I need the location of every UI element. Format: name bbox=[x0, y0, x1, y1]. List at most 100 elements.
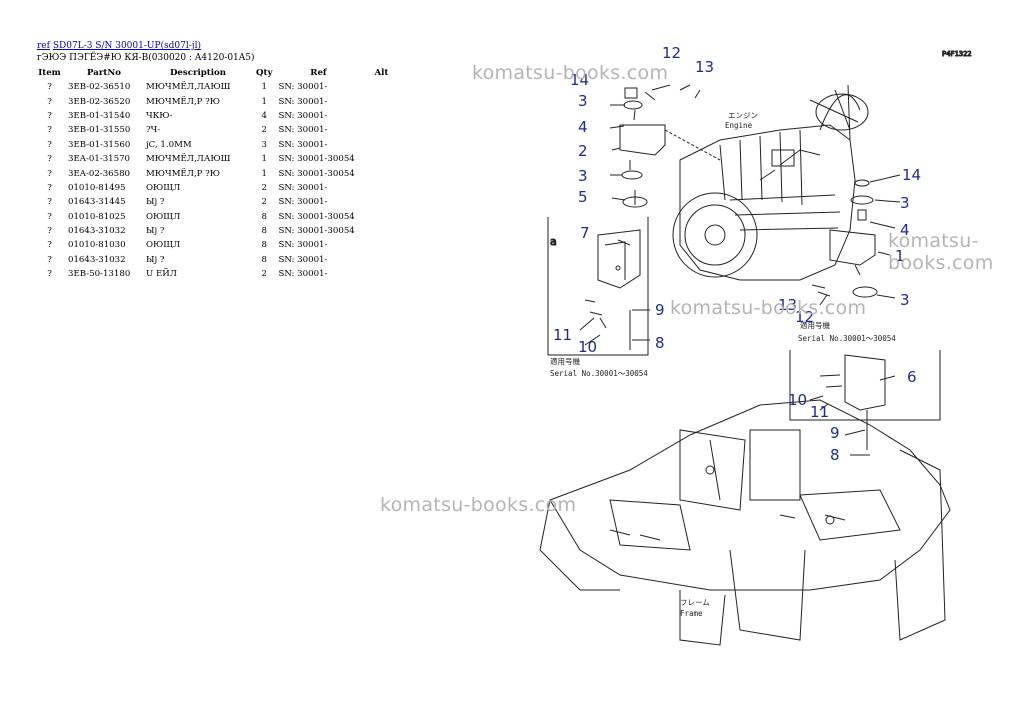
table-header-row: Item PartNo Description Qty Ref Alt bbox=[34, 66, 401, 80]
cell-qty: 2 bbox=[261, 182, 267, 193]
callout-1: 1 bbox=[895, 247, 905, 265]
cell-partno: 3EA-01-31570 bbox=[68, 154, 131, 165]
cell-ref: SN: 30001- bbox=[278, 110, 328, 121]
frame-label-jp: フレーム bbox=[680, 598, 710, 607]
model-link[interactable]: SD07L-3 S/N 30001-UP(sd07l-jl) bbox=[52, 41, 201, 51]
cell-qty: 2 bbox=[261, 197, 267, 208]
serial-label-jp-right: 適用号機 bbox=[800, 320, 830, 330]
page-code: P4F1322 bbox=[942, 50, 972, 58]
callout-7: 7 bbox=[580, 224, 590, 242]
cell-partno: 01010-81030 bbox=[68, 240, 126, 251]
watermark-1: komatsu-books.com bbox=[472, 62, 669, 84]
callout-13: 13 bbox=[695, 58, 714, 76]
cell-ref: SN: 30001- bbox=[278, 139, 328, 150]
frame-label-en: Frame bbox=[680, 609, 703, 618]
callout-4: 4 bbox=[578, 118, 588, 136]
cell-partno: 3EB-02-36510 bbox=[68, 82, 131, 93]
cell-description: Ыј ? bbox=[146, 197, 165, 208]
section-title: гЭЮЭ ПЭГЁЭ#Ю КЯ-В(030020 : A4120-01A5) bbox=[37, 53, 255, 63]
col-qty: Qty bbox=[256, 68, 273, 78]
cell-ref: SN: 30001-30054 bbox=[278, 226, 355, 237]
callout-9b: 9 bbox=[830, 424, 840, 442]
engine-label-en: Engine bbox=[725, 121, 753, 130]
ref-link[interactable]: ref bbox=[37, 41, 50, 51]
callout-14b: 14 bbox=[902, 166, 921, 184]
cell-ref: SN: 30001-30054 bbox=[278, 168, 355, 179]
cell-item: ? bbox=[47, 197, 52, 208]
serial-label-en-left: Serial No.30001～30054 bbox=[550, 369, 648, 378]
cell-item: ? bbox=[47, 110, 52, 121]
cell-item: ? bbox=[47, 125, 52, 136]
col-item: Item bbox=[38, 68, 61, 78]
cell-qty: 8 bbox=[261, 254, 267, 265]
cell-description: U ЕЙЛ bbox=[146, 269, 177, 280]
right-detail-box bbox=[789, 350, 941, 456]
col-description: Description bbox=[169, 68, 226, 78]
cell-ref: SN: 30001-30054 bbox=[278, 211, 355, 222]
cell-qty: 1 bbox=[261, 154, 267, 165]
callout-8b: 8 bbox=[830, 446, 840, 464]
engine-label-jp: エンジン bbox=[728, 111, 758, 120]
cell-partno: 3EB-01-31550 bbox=[68, 125, 131, 136]
callout-10: 10 bbox=[578, 338, 597, 356]
diagram-drawing: P4F1322 bbox=[380, 30, 972, 646]
cell-partno: 3EB-50-13180 bbox=[68, 269, 131, 280]
cell-ref: SN: 30001- bbox=[278, 82, 328, 93]
callout-5: 5 bbox=[578, 188, 588, 206]
cell-item: ? bbox=[47, 139, 52, 150]
cell-qty: 2 bbox=[261, 125, 267, 136]
cell-qty: 8 bbox=[261, 240, 267, 251]
cell-item: ? bbox=[47, 154, 52, 165]
callout-12b: 12 bbox=[795, 308, 814, 326]
cell-item: ? bbox=[47, 182, 52, 193]
detail-a-box: a bbox=[547, 217, 649, 356]
callout-3c: 3 bbox=[900, 194, 910, 212]
callout-3b: 3 bbox=[578, 167, 588, 185]
cell-qty: 2 bbox=[261, 269, 267, 280]
left-mount-stack bbox=[619, 84, 721, 208]
frame-drawing bbox=[539, 399, 951, 646]
cell-partno: 3EB-01-31560 bbox=[68, 139, 131, 150]
serial-label-jp-left: 適用号機 bbox=[550, 356, 580, 366]
callout-6: 6 bbox=[907, 368, 917, 386]
cell-partno: 01643-31445 bbox=[68, 197, 126, 208]
cell-qty: 1 bbox=[261, 96, 267, 107]
breadcrumb: ref SD07L-3 S/N 30001-UP(sd07l-jl) bbox=[37, 40, 255, 52]
cell-description: МЮЧМЁЛ,Р ?Ю bbox=[146, 168, 221, 179]
cell-ref: SN: 30001-30054 bbox=[278, 154, 355, 165]
cell-ref: SN: 30001- bbox=[278, 182, 328, 193]
cell-description: ОЮЩЛ bbox=[146, 182, 181, 193]
cell-qty: 1 bbox=[261, 168, 267, 179]
cell-qty: 8 bbox=[261, 211, 267, 222]
callout-11b: 11 bbox=[810, 403, 829, 421]
cell-item: ? bbox=[47, 96, 52, 107]
col-partno: PartNo bbox=[87, 68, 121, 78]
cell-qty: 1 bbox=[261, 82, 267, 93]
callout-10b: 10 bbox=[788, 391, 807, 409]
cell-ref: SN: 30001- bbox=[278, 269, 328, 280]
col-ref: Ref bbox=[310, 68, 327, 78]
callout-13b: 13 bbox=[778, 296, 797, 314]
cell-item: ? bbox=[47, 269, 52, 280]
cell-qty: 4 bbox=[261, 110, 267, 121]
cell-ref: SN: 30001- bbox=[278, 254, 328, 265]
cell-item: ? bbox=[47, 82, 52, 93]
cell-description: ЧКЮ- bbox=[146, 110, 173, 121]
cell-description: Ыј ? bbox=[146, 226, 165, 237]
cell-item: ? bbox=[47, 240, 52, 251]
cell-item: ? bbox=[47, 168, 52, 179]
callout-4b: 4 bbox=[900, 221, 910, 239]
detail-a-label: a bbox=[550, 235, 557, 248]
callout-11: 11 bbox=[553, 326, 572, 344]
